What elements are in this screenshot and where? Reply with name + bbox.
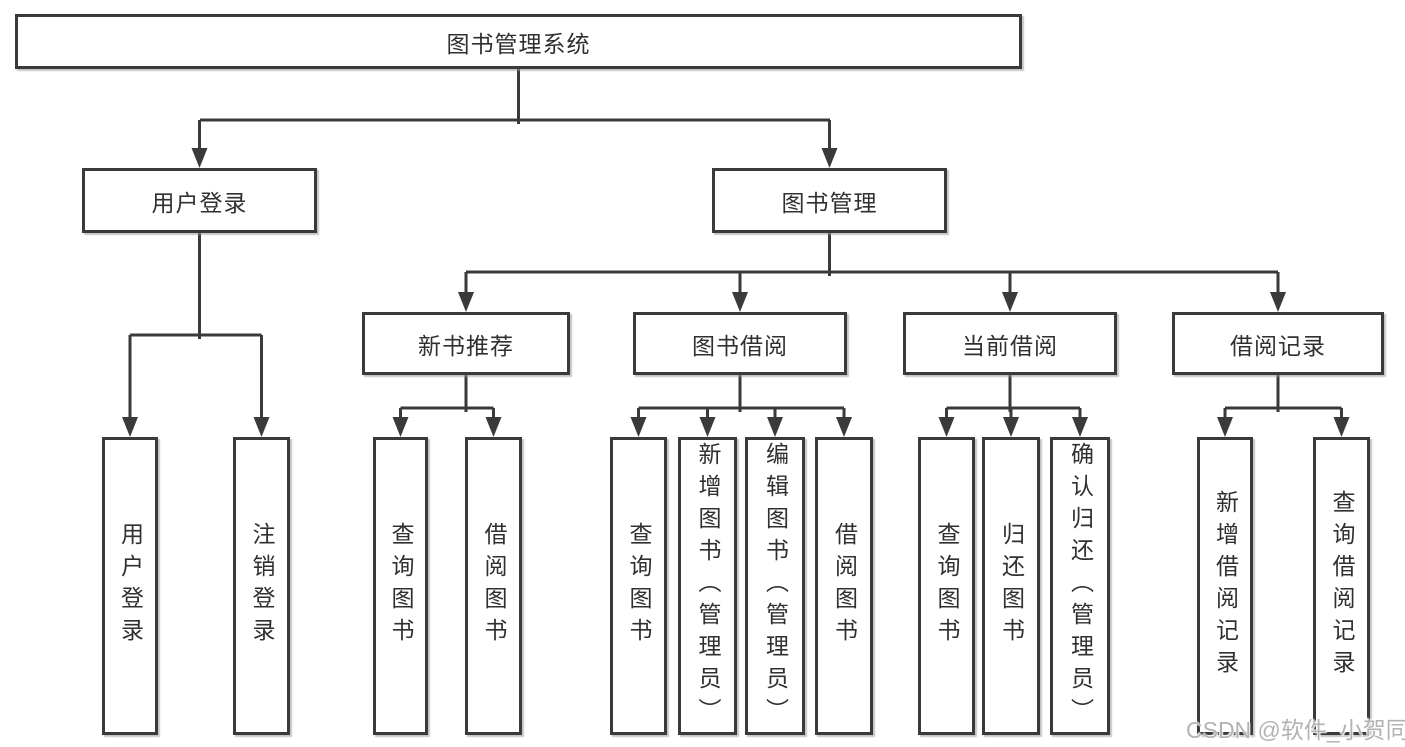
arrowhead: [767, 417, 783, 437]
node-label: 借阅记录: [1230, 332, 1326, 359]
leaf-label: 查询图书: [934, 522, 960, 650]
leaf-label: 查询图书: [388, 522, 414, 650]
leaf-add-borrow-record: 新增借阅记录: [1197, 437, 1253, 735]
arrowhead: [630, 417, 647, 437]
arrowhead: [1002, 292, 1018, 312]
edge-borrow-records: [1223, 375, 1343, 420]
arrowhead: [836, 417, 852, 437]
arrowhead: [938, 417, 955, 437]
edge-user-login: [128, 233, 263, 420]
arrowhead: [1072, 417, 1088, 437]
leaf-user-login: 用户登录: [102, 437, 158, 735]
arrowhead: [821, 148, 838, 168]
arrowhead: [191, 148, 208, 168]
edge-new-book: [399, 375, 495, 420]
csdn-watermark: CSDN @软件_小贺同学: [1186, 717, 1405, 743]
node-root: 图书管理系统: [15, 14, 1022, 69]
leaf-label: 注销登录: [249, 522, 275, 650]
arrowhead: [699, 417, 716, 437]
leaf-logout: 注销登录: [233, 437, 290, 735]
arrowhead: [1333, 417, 1350, 437]
leaf-query-books-3: 查询图书: [918, 437, 975, 735]
leaf-edit-book-admin: 编辑图书（管理员）: [745, 437, 805, 735]
arrowhead: [1003, 417, 1019, 437]
arrowhead: [485, 417, 502, 437]
node-label: 图书管理: [781, 189, 878, 216]
edge-book-mgmt: [464, 233, 1280, 294]
leaf-label: 查询图书: [626, 522, 652, 650]
leaf-label: 确认归还（管理员）: [1067, 442, 1094, 730]
leaf-label: 新增图书（管理员）: [695, 442, 721, 730]
arrowhead: [253, 417, 270, 437]
leaf-confirm-return-admin: 确认归还（管理员）: [1050, 437, 1110, 735]
node-label: 当前借阅: [962, 332, 1058, 359]
node-book-borrow: 图书借阅: [633, 312, 847, 375]
leaf-label: 编辑图书（管理员）: [762, 442, 789, 730]
arrowhead: [1270, 292, 1286, 312]
node-book-management: 图书管理: [712, 168, 947, 233]
node-label: 用户登录: [151, 189, 248, 216]
node-borrow-records: 借阅记录: [1172, 312, 1384, 375]
leaf-borrow-books-1: 借阅图书: [465, 437, 522, 735]
leaf-query-books-2: 查询图书: [610, 437, 667, 735]
node-current-borrow: 当前借阅: [903, 312, 1117, 375]
leaf-label: 用户登录: [117, 522, 144, 650]
node-user-login: 用户登录: [82, 168, 317, 233]
leaf-return-book: 归还图书: [982, 437, 1040, 735]
leaf-query-books-1: 查询图书: [373, 437, 428, 735]
leaf-label: 归还图书: [998, 522, 1025, 650]
edge-book-borrow: [637, 375, 846, 420]
leaf-label: 借阅图书: [481, 522, 507, 650]
leaf-label: 查询借阅记录: [1329, 490, 1355, 682]
arrowhead: [392, 417, 409, 437]
edge-current-borrow: [945, 375, 1082, 420]
node-new-book-recommend: 新书推荐: [362, 312, 570, 375]
arrowhead: [732, 292, 748, 312]
node-label: 新书推荐: [418, 332, 514, 359]
node-root-label: 图书管理系统: [446, 30, 591, 57]
node-label: 图书借阅: [692, 332, 788, 359]
arrowhead: [1217, 417, 1233, 437]
leaf-borrow-books-2: 借阅图书: [815, 437, 873, 735]
edge-root: [198, 69, 831, 150]
leaf-query-borrow-record: 查询借阅记录: [1313, 437, 1370, 735]
leaf-add-book-admin: 新增图书（管理员）: [678, 437, 737, 735]
arrowhead: [122, 417, 138, 437]
leaf-label: 借阅图书: [831, 522, 858, 650]
arrowhead: [458, 292, 474, 312]
leaf-label: 新增借阅记录: [1212, 490, 1239, 682]
